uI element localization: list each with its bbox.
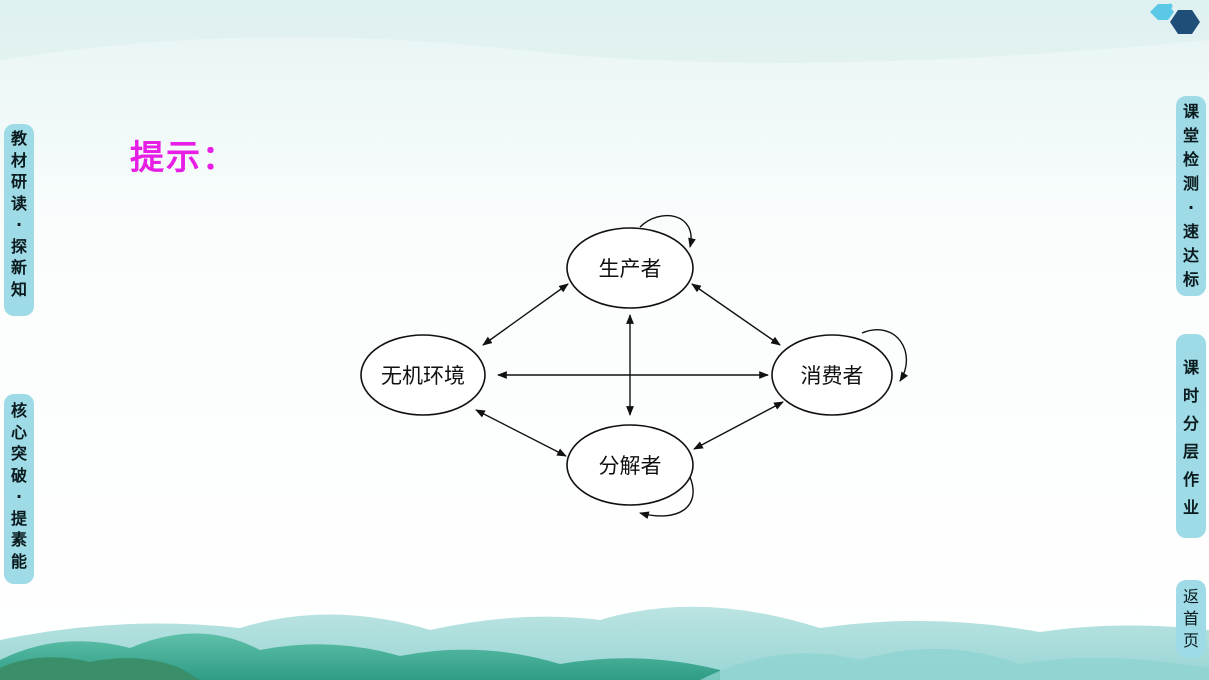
ecosystem-diagram: 生产者 消费者 分解者 无机环境 <box>360 214 909 520</box>
edge-environment-decomposer <box>475 409 567 457</box>
nav-tab-class-test[interactable]: 课 堂 检 测 · 速 达 标 <box>1176 96 1206 296</box>
node-producer: 生产者 <box>566 227 694 309</box>
edge-consumer-decomposer <box>693 401 784 450</box>
node-environment-label: 无机环境 <box>381 364 465 388</box>
nav-tab-label: 核 心 突 破 · 提 素 能 <box>10 401 27 571</box>
nav-tab-core-breakthrough[interactable]: 核 心 突 破 · 提 素 能 <box>4 394 34 584</box>
node-producer-label: 生产者 <box>599 257 662 281</box>
edge-environment-producer <box>482 283 569 346</box>
self-loop-decomposer <box>639 476 694 520</box>
self-loop-producer <box>639 214 696 248</box>
hint-title: 提示： <box>130 138 238 178</box>
hexagon-logo-icon <box>1150 3 1200 34</box>
node-decomposer: 分解者 <box>566 424 694 506</box>
node-decomposer-label: 分解者 <box>599 454 662 478</box>
home-button[interactable]: 返 首 页 <box>1176 580 1206 658</box>
nav-tab-label: 课 时 分 层 作 业 <box>1182 358 1199 517</box>
nav-tab-label: 教 材 研 读 · 探 新 知 <box>10 129 27 299</box>
nav-tab-layered-homework[interactable]: 课 时 分 层 作 业 <box>1176 334 1206 538</box>
node-consumer-label: 消费者 <box>801 364 864 388</box>
node-environment: 无机环境 <box>360 334 486 416</box>
nav-tab-textbook-study[interactable]: 教 材 研 读 · 探 新 知 <box>4 124 34 316</box>
home-button-label: 返 首 页 <box>1182 587 1199 650</box>
edge-producer-consumer <box>691 283 781 346</box>
nav-tab-label: 课 堂 检 测 · 速 达 标 <box>1182 102 1199 289</box>
self-loop-consumer <box>861 329 909 382</box>
node-consumer: 消费者 <box>771 334 893 416</box>
